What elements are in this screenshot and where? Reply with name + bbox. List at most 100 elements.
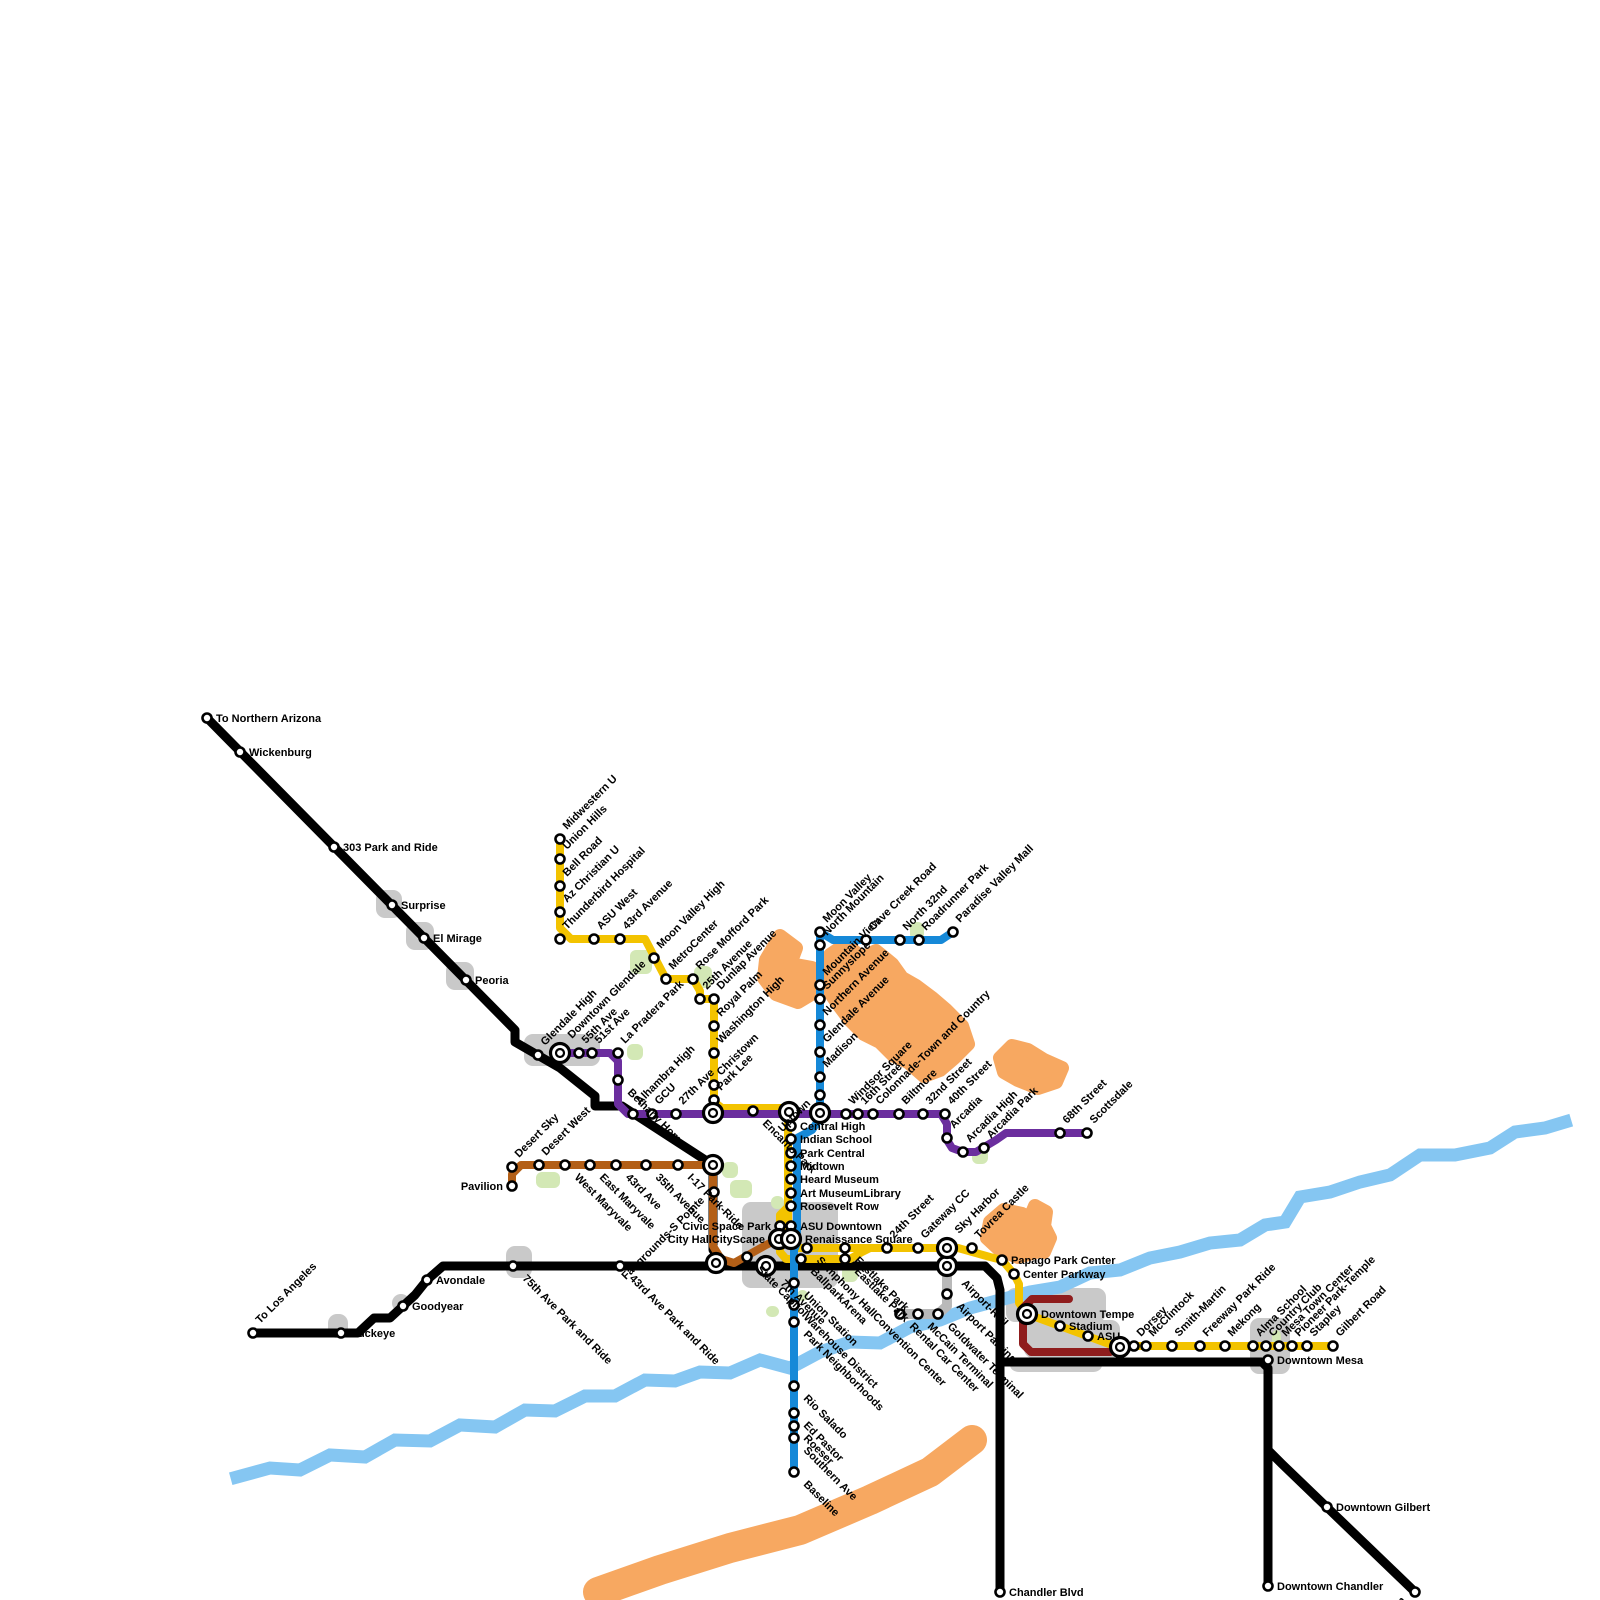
station-mesa-town-center[interactable] xyxy=(1273,1340,1285,1352)
station-southern-ave[interactable] xyxy=(788,1432,800,1444)
station-madison[interactable] xyxy=(814,1071,826,1083)
station-state-capitol[interactable] xyxy=(741,1251,753,1263)
station-center-parkway[interactable] xyxy=(1008,1268,1020,1280)
station-tovrea-castle[interactable] xyxy=(966,1242,978,1254)
station-glendale-high[interactable] xyxy=(532,1049,544,1061)
station-downtown-glendale[interactable] xyxy=(548,1041,572,1065)
station-central-high[interactable] xyxy=(785,1120,797,1132)
station-16th-street[interactable] xyxy=(852,1108,864,1120)
station-smith-martin[interactable] xyxy=(1166,1340,1178,1352)
station-eastlake-park[interactable] xyxy=(839,1242,851,1254)
station-midtown[interactable] xyxy=(785,1160,797,1172)
station-la-pradera-park[interactable] xyxy=(612,1047,624,1059)
station-downtown-tempe[interactable] xyxy=(1015,1302,1039,1326)
station-colonnade-town-and-country[interactable] xyxy=(867,1108,879,1120)
station-chandler-blvd[interactable] xyxy=(994,1586,1006,1598)
station-papago-park-center[interactable] xyxy=(996,1254,1008,1266)
station-51st-ave[interactable] xyxy=(586,1047,598,1059)
station-rental-car-center[interactable] xyxy=(894,1308,906,1320)
station-peoria[interactable] xyxy=(460,974,472,986)
station-cave-creek-road[interactable] xyxy=(860,934,872,946)
station-24th-street[interactable] xyxy=(881,1242,893,1254)
station-mekong[interactable] xyxy=(1219,1340,1231,1352)
station-midwestern-u[interactable] xyxy=(554,833,566,845)
station-arcadia-high[interactable] xyxy=(957,1146,969,1158)
station-dorsey[interactable] xyxy=(1128,1340,1140,1352)
station-airport-parking[interactable] xyxy=(941,1288,953,1300)
station-paradise-valley-mall[interactable] xyxy=(947,926,959,938)
station-windsor-square[interactable] xyxy=(840,1108,852,1120)
station-christown[interactable] xyxy=(708,1079,720,1091)
station-glendale-avenue[interactable] xyxy=(814,1046,826,1058)
station-downtown-chandler[interactable] xyxy=(1262,1580,1274,1592)
station-bethany-home[interactable] xyxy=(612,1074,624,1086)
station-dunlap-avenue[interactable] xyxy=(708,993,720,1005)
station-eastlake-park-south[interactable] xyxy=(839,1253,851,1265)
station-downtown-mesa[interactable] xyxy=(1262,1354,1274,1366)
station-arcadia-park[interactable] xyxy=(978,1142,990,1154)
station-asu-west[interactable] xyxy=(588,933,600,945)
station-uptown[interactable] xyxy=(814,1089,826,1101)
station-sky-harbor[interactable] xyxy=(935,1236,959,1260)
station-75th-ave-park-and-ride[interactable] xyxy=(507,1260,519,1272)
station-moon-valley-high[interactable] xyxy=(648,952,660,964)
station-symphony-hallconvention-center[interactable] xyxy=(801,1242,813,1254)
station-biltmore[interactable] xyxy=(893,1108,905,1120)
station-washington-high[interactable] xyxy=(708,1047,720,1059)
station-union-station[interactable] xyxy=(788,1277,800,1289)
station-43rd-avenue[interactable] xyxy=(614,933,626,945)
station-goodyear[interactable] xyxy=(397,1300,409,1312)
station-roadrunner-park[interactable] xyxy=(913,934,925,946)
station-gcu[interactable] xyxy=(646,1108,658,1120)
station-27th-ave[interactable] xyxy=(670,1108,682,1120)
station-country-club[interactable] xyxy=(1260,1340,1272,1352)
station-68th-street[interactable] xyxy=(1054,1127,1066,1139)
station-metrocenter[interactable] xyxy=(660,973,672,985)
station-to-los-angeles[interactable] xyxy=(247,1327,259,1339)
station-rose-mofford-park[interactable] xyxy=(687,973,699,985)
station-warehouse-district[interactable] xyxy=(788,1299,800,1311)
station-park-central[interactable] xyxy=(785,1147,797,1159)
station-gilbert-road[interactable] xyxy=(1327,1340,1339,1352)
station-gateway-cc[interactable] xyxy=(912,1242,924,1254)
station-northern-avenue[interactable] xyxy=(814,1019,826,1031)
station-downtown-gilbert[interactable] xyxy=(1321,1501,1333,1513)
station-32nd-street[interactable] xyxy=(917,1108,929,1120)
station-renaissance-square[interactable] xyxy=(779,1227,803,1251)
station-thunderbird-hospital[interactable] xyxy=(554,933,566,945)
station-mccain-terminal[interactable] xyxy=(912,1308,924,1320)
station-alhambra-high[interactable] xyxy=(627,1108,639,1120)
station-moon-valley[interactable] xyxy=(814,926,826,938)
station-arcadia[interactable] xyxy=(941,1132,953,1144)
station-roeser[interactable] xyxy=(788,1420,800,1432)
station-baseline[interactable] xyxy=(788,1466,800,1478)
station-north-mountain[interactable] xyxy=(814,939,826,951)
interchange-27th-ave-junction[interactable] xyxy=(701,1101,725,1125)
interchange-capitol-junction[interactable] xyxy=(704,1251,728,1275)
station-indian-school[interactable] xyxy=(785,1133,797,1145)
station-fairgrounds-s-pointe[interactable] xyxy=(708,1186,720,1198)
station-desert-sky[interactable] xyxy=(506,1161,518,1173)
station-freeway-park-ride[interactable] xyxy=(1194,1340,1206,1352)
station-el-mirage[interactable] xyxy=(418,932,430,944)
station-goldwater-terminal[interactable] xyxy=(932,1308,944,1320)
station-25th-avenue[interactable] xyxy=(694,993,706,1005)
station-i-17-park-ride[interactable] xyxy=(672,1159,684,1171)
station-bell-road[interactable] xyxy=(554,880,566,892)
station-north-32nd[interactable] xyxy=(894,934,906,946)
station-35th-avenue[interactable] xyxy=(640,1159,652,1171)
interchange-fairgrounds-junction[interactable] xyxy=(701,1153,725,1177)
station-royal-palm[interactable] xyxy=(708,1020,720,1032)
station-pioneer-park-temple[interactable] xyxy=(1286,1340,1298,1352)
station-wickenburg[interactable] xyxy=(234,746,246,758)
station-heard-museum[interactable] xyxy=(785,1173,797,1185)
station-pavilion[interactable] xyxy=(506,1180,518,1192)
station-303-park-and-ride[interactable] xyxy=(328,841,340,853)
station-scottsdale[interactable] xyxy=(1081,1127,1093,1139)
station-avondale[interactable] xyxy=(421,1274,433,1286)
station-buckeye[interactable] xyxy=(335,1327,347,1339)
station-ballparkarena[interactable] xyxy=(795,1253,807,1265)
station-west-maryvale[interactable] xyxy=(559,1159,571,1171)
station-mountain-view[interactable] xyxy=(814,979,826,991)
station-park-neighborhoods[interactable] xyxy=(788,1316,800,1328)
